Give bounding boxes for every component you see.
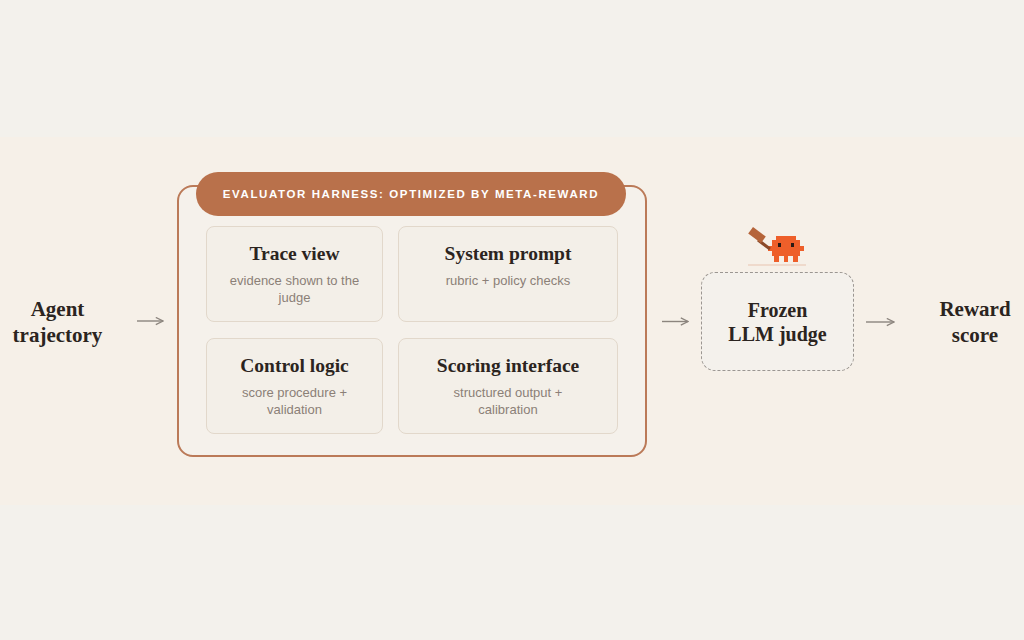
judge-mascot [748,227,806,265]
mascot-body [776,236,796,240]
node-description: rubric + policy checks [418,272,598,289]
output-label: Reward score [926,290,1024,354]
gavel-head [748,227,766,243]
node-title: Frozen LLM judge [726,298,830,346]
mascot-arm [800,246,804,251]
input-label: Agent trajectory [0,290,115,354]
node-title: System prompt [399,242,617,266]
harness-box: EVALUATOR HARNESS: OPTIMIZED BY META-REW… [177,185,647,457]
node-description: structured output + calibration [433,384,583,418]
node-description: evidence shown to the judge [225,272,365,306]
component-box: Scoring interface structured output + cal… [398,338,618,434]
node-title: Agent trajectory [0,296,115,348]
mascot-leg [793,256,798,262]
node-title: Control logic [207,354,382,378]
background-band [0,137,1024,505]
flow-arrow [662,321,688,322]
mascot-eye [778,243,781,247]
flow-arrow [866,321,894,322]
node-description: score procedure + validation [225,384,365,418]
mascot-leg [774,256,779,262]
mascot-leg [784,256,788,262]
node-title: Trace view [207,242,382,266]
component-box: Trace view evidence shown to the judge [206,226,383,322]
node-title: Reward score [930,296,1020,348]
mascot-body [772,240,800,256]
component-box: Control logic score procedure + validatio… [206,338,383,434]
judge-box: Frozen LLM judge [701,272,854,371]
component-box: System prompt rubric + policy checks [398,226,618,322]
mascot-eye [791,243,794,247]
node-title: Scoring interface [399,354,617,378]
flow-arrow [137,320,163,321]
mascot-ground [748,264,806,266]
harness-title: EVALUATOR HARNESS: OPTIMIZED BY META-REW… [196,172,626,216]
